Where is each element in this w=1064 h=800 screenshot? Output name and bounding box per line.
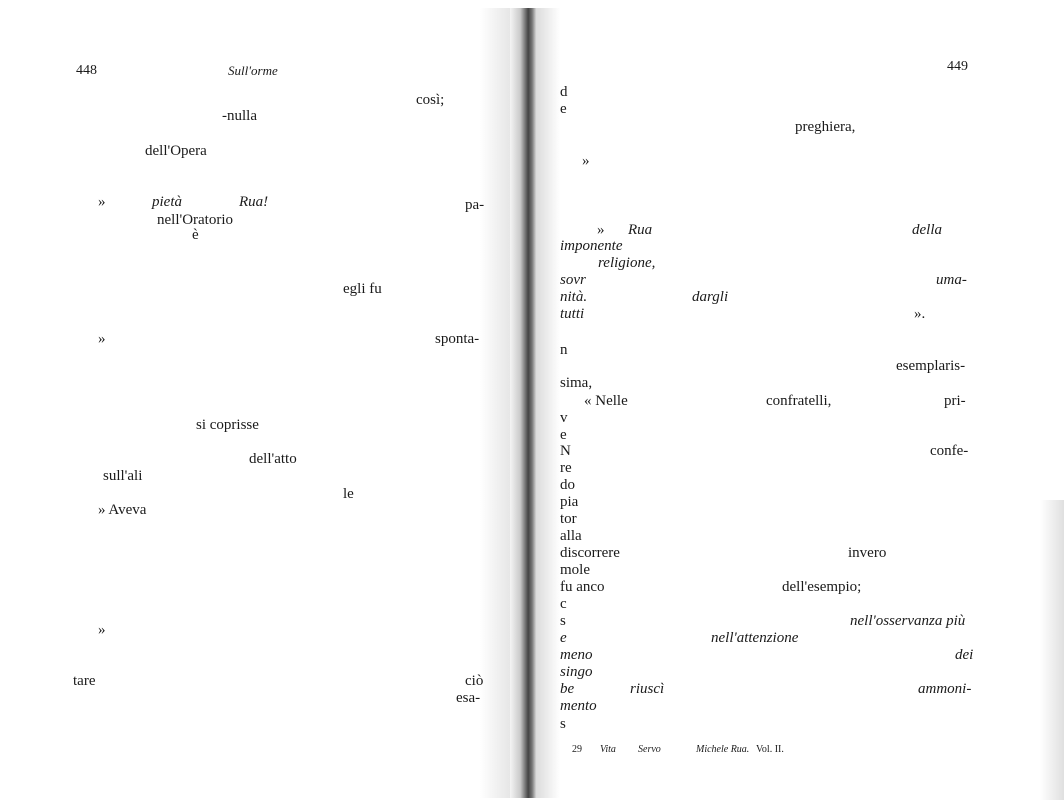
text-fragment: nell'Oratorio [157, 212, 234, 228]
text-fragment: fu anco [560, 579, 605, 595]
text-fragment: pri- [944, 393, 966, 409]
text-fragment: » [582, 153, 590, 169]
text-fragment: discorrere [560, 545, 620, 561]
text-fragment: N [560, 443, 571, 459]
text-fragment: sull'ali [103, 468, 143, 484]
text-fragment: n [560, 342, 568, 358]
text-fragment: ». [914, 306, 926, 322]
page-number-right: 449 [947, 59, 968, 74]
text-fragment: invero [848, 545, 887, 561]
text-fragment: dargli [692, 289, 729, 305]
text-fragment: esa- [456, 690, 481, 706]
text-fragment: e [560, 101, 567, 117]
page-number-left: 448 [76, 63, 97, 78]
text-fragment: riuscì [630, 681, 665, 697]
text-fragment: si coprisse [196, 417, 259, 433]
text-fragment: dell'atto [249, 451, 297, 467]
text-fragment: » Aveva [98, 502, 147, 518]
text-fragment: meno [560, 647, 593, 663]
footnote-number: 29 [572, 744, 582, 755]
book-gutter [510, 8, 536, 798]
text-fragment: v [560, 410, 568, 426]
text-fragment: alla [560, 528, 582, 544]
text-fragment: confratelli, [766, 393, 832, 409]
text-fragment: ammoni- [918, 681, 972, 697]
text-fragment: » [98, 331, 106, 347]
text-fragment: -nulla [222, 108, 257, 124]
text-fragment: tor [560, 511, 577, 527]
text-fragment: c [560, 596, 567, 612]
text-fragment: » [98, 194, 106, 210]
text-fragment: dell'esempio; [782, 579, 862, 595]
text-fragment: le [343, 486, 354, 502]
text-fragment: » [98, 622, 106, 638]
text-fragment: sponta- [435, 331, 480, 347]
text-fragment: mole [560, 562, 590, 578]
page-edge-shadow [1040, 500, 1064, 800]
text-fragment: imponente [560, 238, 623, 254]
text-fragment: mento [560, 698, 597, 714]
footnote-text: Michele Rua. [696, 744, 750, 755]
running-head: Sull'orme [228, 63, 278, 78]
text-fragment: « Nelle [584, 393, 628, 409]
text-fragment: s [560, 613, 566, 629]
text-fragment: sima, [560, 375, 593, 391]
text-fragment: dell'Opera [145, 143, 207, 159]
text-fragment: Rua! [239, 194, 269, 210]
text-fragment: e [560, 630, 567, 646]
footnote-text: Vita [600, 744, 616, 755]
footnote-text: Vol. II. [756, 744, 784, 755]
text-fragment: uma- [936, 272, 967, 288]
text-fragment: pa- [465, 197, 485, 213]
footnote-text: Servo [638, 744, 661, 755]
gutter-shadow-left [480, 8, 510, 798]
text-fragment: della [912, 222, 942, 238]
text-fragment: » [597, 222, 605, 238]
text-fragment: do [560, 477, 575, 493]
text-fragment: preghiera, [795, 119, 856, 135]
text-fragment: sovr [560, 272, 586, 288]
text-fragment: s [560, 716, 566, 732]
text-fragment: confe- [930, 443, 969, 459]
text-fragment: nità. [560, 289, 588, 305]
text-fragment: e [560, 427, 567, 443]
text-fragment: Rua [628, 222, 653, 238]
text-fragment: tutti [560, 306, 585, 322]
text-fragment: nell'osservanza più [850, 613, 966, 629]
text-fragment: esemplaris- [896, 358, 966, 374]
text-fragment: re [560, 460, 572, 476]
text-fragment: d [560, 84, 568, 100]
text-fragment: è [192, 227, 199, 243]
text-fragment: religione, [598, 255, 656, 271]
text-fragment: be [560, 681, 575, 697]
text-fragment: pia [560, 494, 579, 510]
text-fragment: così; [416, 92, 445, 108]
text-fragment: singo [560, 664, 593, 680]
text-fragment: ciò [465, 673, 484, 689]
text-fragment: dei [955, 647, 974, 663]
text-fragment: egli fu [343, 281, 382, 297]
right-page: 449 d e preghiera, » » Rua della imponen… [530, 0, 1064, 800]
gutter-shadow-right [536, 8, 560, 798]
text-fragment: tare [73, 673, 96, 689]
left-page: 448 Sull'orme così; -nulla dell'Opera » … [0, 0, 510, 800]
text-fragment: nell'attenzione [711, 630, 799, 646]
text-fragment: pietà [152, 194, 182, 210]
